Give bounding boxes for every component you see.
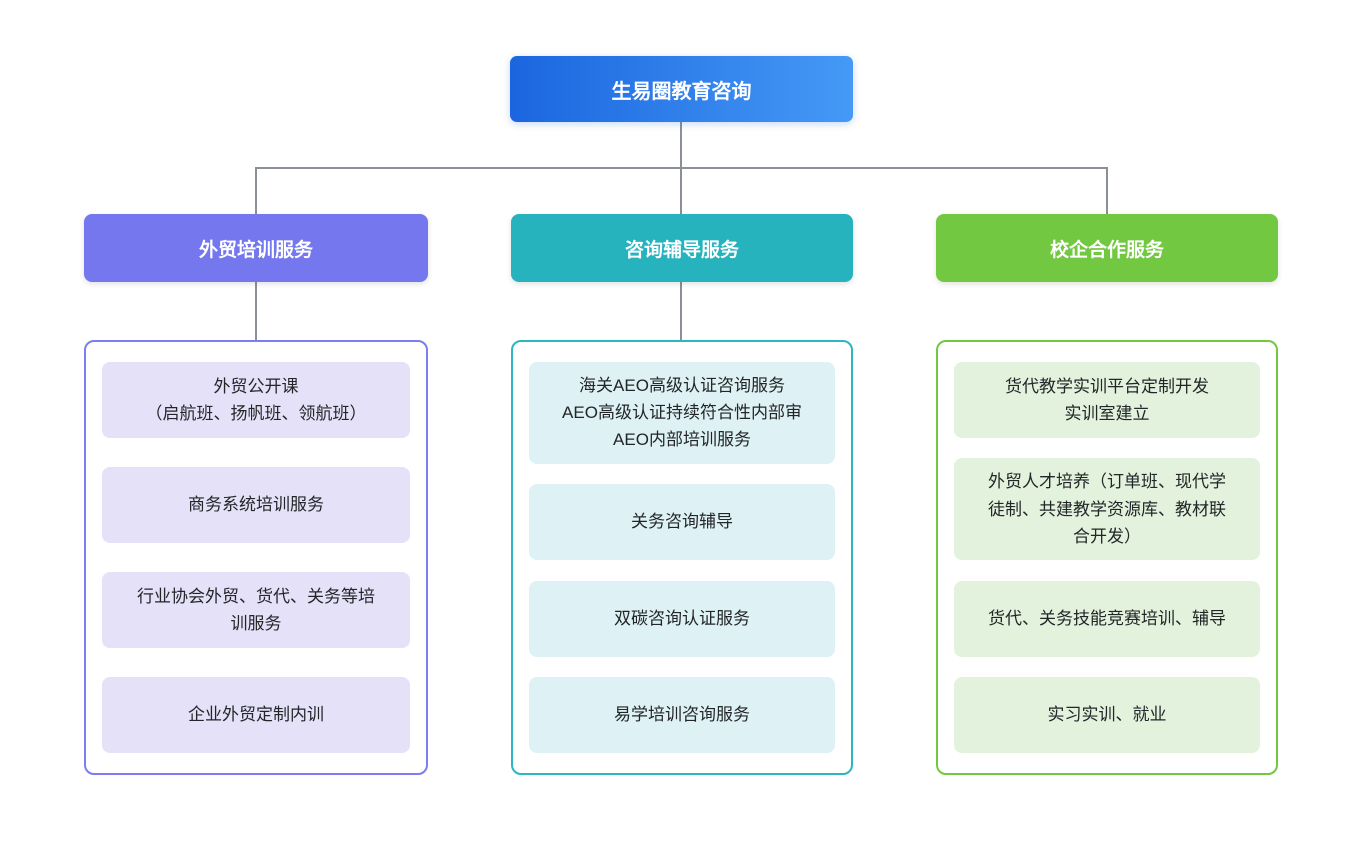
branch-header-label: 校企合作服务	[1049, 239, 1164, 261]
branch-header-trade-training: 外贸培训服务	[84, 214, 428, 282]
connector-branch2-container	[680, 282, 682, 340]
leaf-item: 外贸人才培养（订单班、现代学 徒制、共建教学资源库、教材联 合开发）	[954, 458, 1260, 561]
branch-container-trade-training: 外贸公开课 （启航班、扬帆班、领航班） 商务系统培训服务 行业协会外贸、货代、关…	[84, 340, 428, 775]
root-node-label: 生易圈教育咨询	[611, 80, 752, 103]
branch-header-school-enterprise: 校企合作服务	[936, 214, 1278, 282]
leaf-item: 海关AEO高级认证咨询服务 AEO高级认证持续符合性内部审 AEO内部培训服务	[529, 362, 835, 464]
branch-header-consulting: 咨询辅导服务	[511, 214, 853, 282]
leaf-item: 商务系统培训服务	[102, 467, 410, 543]
branch-header-label: 咨询辅导服务	[624, 239, 739, 261]
branch-container-consulting: 海关AEO高级认证咨询服务 AEO高级认证持续符合性内部审 AEO内部培训服务 …	[511, 340, 853, 775]
root-node: 生易圈教育咨询	[510, 56, 853, 122]
connector-drop-right	[1106, 167, 1108, 214]
leaf-item: 实习实训、就业	[954, 676, 1260, 753]
leaf-item: 货代、关务技能竞赛培训、辅导	[954, 580, 1260, 657]
leaf-item: 双碳咨询认证服务	[529, 580, 835, 657]
branch-container-school-enterprise: 货代教学实训平台定制开发 实训室建立 外贸人才培养（订单班、现代学 徒制、共建教…	[936, 340, 1278, 775]
leaf-item: 外贸公开课 （启航班、扬帆班、领航班）	[102, 362, 410, 438]
connector-horizontal	[255, 167, 1108, 169]
leaf-item: 关务咨询辅导	[529, 484, 835, 561]
connector-branch1-container	[255, 282, 257, 340]
branch-header-label: 外贸培训服务	[198, 239, 313, 261]
leaf-item: 行业协会外贸、货代、关务等培 训服务	[102, 572, 410, 648]
leaf-item: 企业外贸定制内训	[102, 677, 410, 753]
connector-drop-left	[255, 167, 257, 214]
leaf-item: 易学培训咨询服务	[529, 676, 835, 753]
leaf-item: 货代教学实训平台定制开发 实训室建立	[954, 362, 1260, 438]
